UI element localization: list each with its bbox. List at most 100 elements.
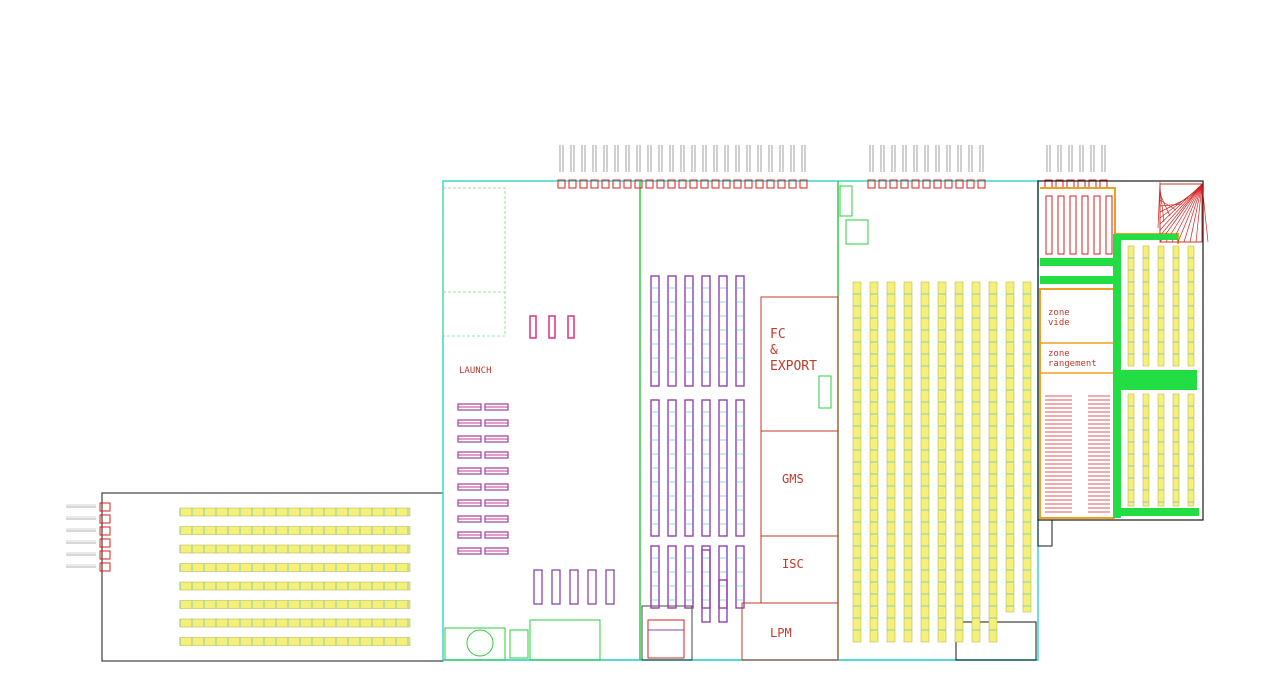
isc-label: ISC (782, 557, 804, 571)
top-dock-door (568, 179, 577, 189)
purple-rack-column (701, 275, 711, 387)
launch-small-rack (548, 315, 556, 339)
purple-rack-column (650, 545, 660, 609)
top-dock-door (867, 179, 876, 189)
purple-rack-column (735, 545, 745, 609)
top-dock-door (700, 179, 709, 189)
top-dock-door (689, 179, 698, 189)
annex-rack-row (179, 526, 411, 535)
top-dock-door (766, 179, 775, 189)
top-dock-door (966, 179, 975, 189)
top-dock-door (911, 179, 920, 189)
hatch-line (1159, 191, 1195, 219)
top-dock-door (678, 179, 687, 189)
top-dock-door (557, 179, 566, 189)
hatch-line (1159, 183, 1203, 243)
hatch-line (1189, 183, 1203, 243)
top-dock-door (799, 179, 808, 189)
right-annex-rack (1157, 393, 1165, 507)
red-storage-slot (1069, 195, 1077, 255)
purple-rack-column (735, 275, 745, 387)
right-annex-rack (1142, 393, 1150, 507)
top-dock-door (623, 179, 632, 189)
red-storage-slot (1105, 195, 1113, 255)
top-dock-door (889, 179, 898, 189)
top-dock-door (900, 179, 909, 189)
launch-rack-blocks (457, 315, 615, 605)
annex-dock-door (99, 514, 111, 524)
top-dock-door (922, 179, 931, 189)
hatch-line (1159, 203, 1183, 207)
red-storage-slot (1045, 195, 1053, 255)
annex-rack-row (179, 618, 411, 628)
right-annex-racks (1127, 245, 1195, 507)
purple-rack-column (718, 579, 728, 623)
top-dock-door (777, 179, 786, 189)
hatch-line (1183, 183, 1203, 243)
annex-rack-row (179, 600, 411, 609)
top-dock-door (878, 179, 887, 189)
top-dock-door (977, 179, 986, 189)
purple-rack-column (684, 545, 694, 609)
fc-label-line1: FC (770, 327, 786, 342)
yellow-rack-column (1005, 281, 1015, 613)
top-dock-door (755, 179, 764, 189)
striped-storage (1045, 395, 1110, 513)
top-dock-door (744, 179, 753, 189)
launch-bottom-rack (533, 569, 543, 605)
annex-dock-door (99, 538, 111, 548)
right-annex: zone vide zone rangement (1037, 180, 1209, 547)
top-dock-door (645, 179, 654, 189)
annex-dock-doors (66, 502, 111, 572)
hatch-line (1171, 183, 1203, 243)
annex-dock-door (99, 526, 111, 536)
launch-label: LAUNCH (459, 366, 492, 376)
top-dock-door (601, 179, 610, 189)
annex-rack-row (179, 637, 411, 646)
annex-rack-row (179, 563, 411, 572)
purple-rack-column (650, 275, 660, 387)
hatch-line (1159, 193, 1171, 217)
top-dock-door (711, 179, 720, 189)
red-storage-slots (1045, 195, 1113, 255)
zone-rangement-label-2: rangement (1048, 359, 1097, 369)
annex-dock-door (99, 550, 111, 560)
purple-rack-columns (650, 275, 745, 623)
right-annex-rack (1187, 393, 1195, 507)
zone-rangement-label-1: zone (1048, 349, 1070, 359)
top-dock-door (944, 179, 953, 189)
launch-bottom-rack (587, 569, 597, 605)
launch-small-rack (529, 315, 537, 339)
top-dock-door (733, 179, 742, 189)
top-dock-door (590, 179, 599, 189)
yellow-rack-columns (852, 281, 1032, 643)
purple-rack-column (718, 275, 728, 387)
gms-label: GMS (782, 472, 804, 486)
main-building (442, 180, 1039, 661)
top-dock-door (955, 179, 964, 189)
annex-dock-door (99, 562, 111, 572)
red-storage-slot (1081, 195, 1089, 255)
launch-bottom-rack (551, 569, 561, 605)
hatch-line (1159, 183, 1203, 237)
purple-rack-column (701, 545, 711, 609)
hatch-line (1159, 185, 1201, 225)
hatch-line (1157, 181, 1161, 229)
top-dock-doors (557, 145, 1108, 189)
hatch-line (1195, 183, 1203, 243)
top-dock-door (634, 179, 643, 189)
launch-small-rack (567, 315, 575, 339)
hatch-line (1159, 183, 1203, 231)
purple-rack-column (667, 275, 677, 387)
red-storage-slot (1093, 195, 1101, 255)
right-annex-rack (1127, 393, 1135, 507)
hatch-line (1165, 183, 1203, 243)
annex-dock-door (99, 502, 111, 512)
right-annex-rack (1172, 393, 1180, 507)
yellow-rack-column (1022, 281, 1032, 613)
hatched-area (1157, 181, 1209, 243)
hatch-line (1177, 183, 1203, 243)
red-storage-slot (1057, 195, 1065, 255)
hatch-line (1159, 187, 1165, 223)
